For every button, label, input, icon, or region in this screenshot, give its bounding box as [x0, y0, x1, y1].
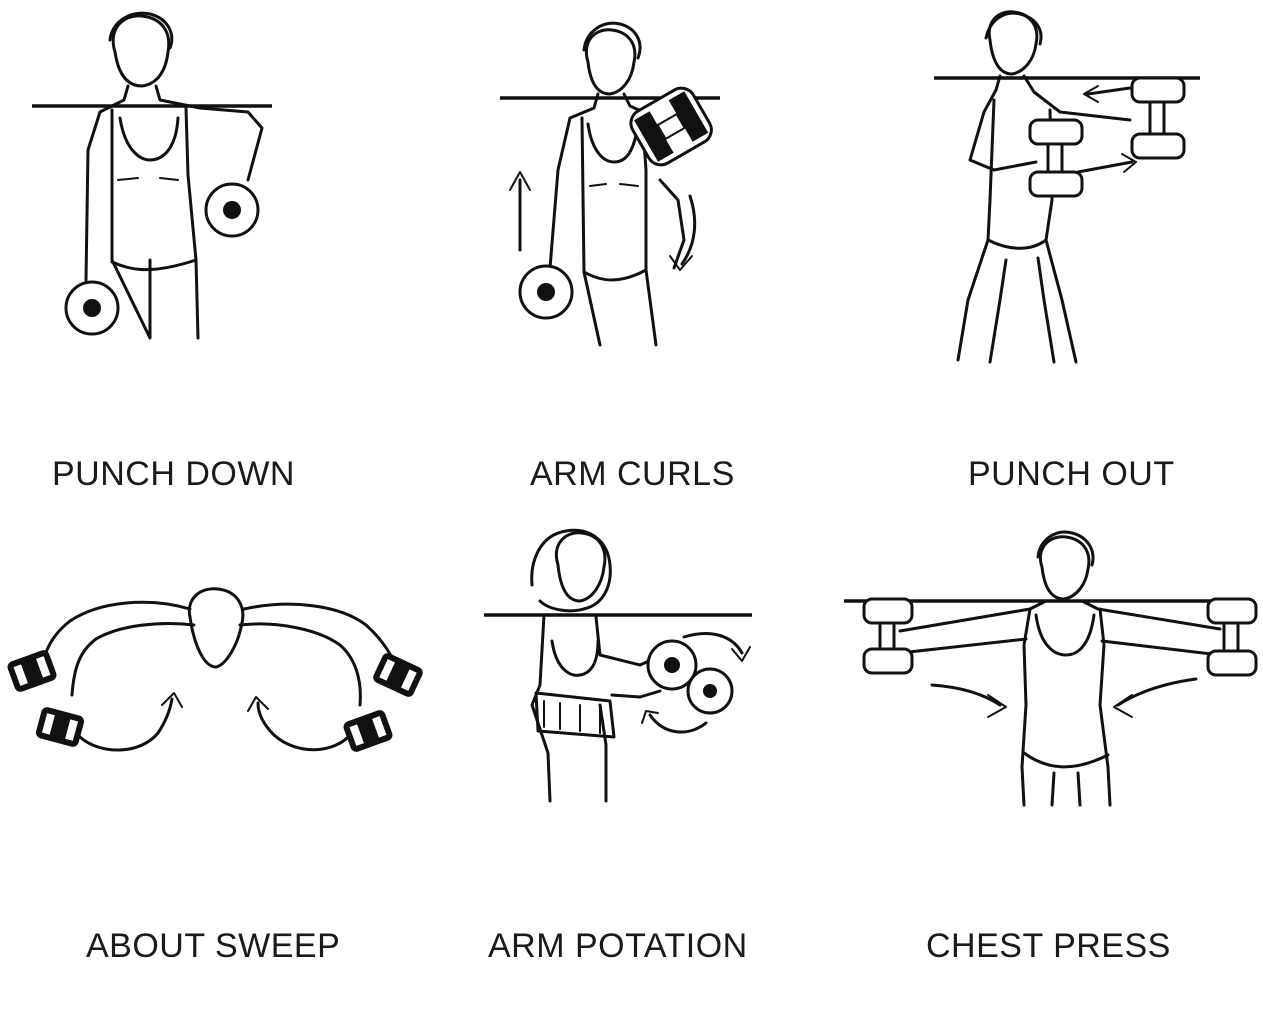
head — [111, 14, 171, 88]
rotation-arrow-bottom — [648, 713, 708, 734]
sweep-arrow-right-head — [247, 696, 269, 712]
left-arm-upper — [40, 600, 192, 685]
exercise-panel-about-sweep: ABOUT SWEEP — [0, 505, 440, 1011]
dumbbell-left-center — [83, 299, 101, 317]
arm-potation-illustration — [484, 528, 752, 803]
left-arm — [548, 92, 600, 270]
dumbbell-left-bottom — [35, 707, 85, 747]
rotation-arrow-top — [682, 632, 744, 655]
dumbbell-extended — [1130, 76, 1186, 160]
exercise-panel-punch-down: PUNCH DOWN — [0, 0, 420, 505]
exercise-label: ARM POTATION — [488, 927, 748, 965]
exercise-label: CHEST PRESS — [926, 927, 1171, 965]
hip-line — [110, 258, 198, 272]
leg-inner-right — [1036, 256, 1056, 364]
head — [987, 10, 1039, 76]
press-arrow-left-head — [987, 694, 1007, 718]
arm-lower — [610, 689, 662, 699]
punch-arrow — [1076, 160, 1134, 174]
exercise-panel-punch-out: PUNCH OUT — [840, 0, 1263, 505]
right-arm — [1022, 74, 1132, 122]
torso-right — [184, 106, 200, 340]
leg-inner-left — [988, 258, 1008, 364]
hair — [984, 11, 1043, 46]
torso-right — [1098, 607, 1112, 807]
hip-line — [1022, 751, 1110, 769]
right-arm-lower — [1100, 639, 1222, 657]
exercise-panel-arm-curls: ARM CURLS — [420, 0, 840, 505]
arm-curls-illustration — [500, 21, 720, 347]
swimsuit-neckline — [1034, 613, 1096, 657]
return-arrow-head — [1083, 85, 1099, 103]
down-arrow — [680, 194, 697, 266]
up-arrow-head — [509, 171, 531, 191]
rotation-arrow-bottom-head — [641, 710, 659, 724]
left-arm-upper — [898, 599, 1048, 633]
legs — [1050, 771, 1082, 807]
dumbbell-right — [1206, 597, 1258, 677]
hair — [582, 21, 642, 60]
hip-line — [986, 238, 1048, 250]
right-arm-lower — [238, 622, 362, 707]
exercise-panel-chest-press: CHEST PRESS — [820, 505, 1263, 1011]
about-sweep-illustration — [7, 587, 423, 752]
swimsuit-neckline — [118, 116, 180, 162]
dumbbell-raised — [629, 86, 713, 167]
left-arm-lower — [70, 622, 196, 697]
dumbbell-front-center — [664, 657, 680, 673]
head — [585, 28, 637, 96]
right-arm — [154, 84, 264, 182]
return-arrow — [1086, 86, 1132, 96]
torso-left — [530, 613, 552, 803]
flotation-belt-segments — [543, 700, 601, 734]
right-arm-upper — [242, 602, 400, 677]
punch-down-illustration — [32, 11, 272, 340]
torso-right — [598, 703, 608, 803]
exercise-label: PUNCH DOWN — [52, 455, 295, 493]
punch-arrow-head — [1121, 153, 1137, 173]
swimsuit-neckline — [550, 639, 600, 677]
left-arm-lower — [898, 637, 1028, 655]
head — [1039, 535, 1091, 601]
chest-press-illustration — [844, 530, 1258, 807]
exercise-label: ABOUT SWEEP — [86, 927, 341, 965]
punch-out-illustration — [934, 10, 1200, 364]
swimsuit-neckline — [586, 122, 640, 164]
flotation-belt — [534, 691, 616, 739]
torso-left — [1020, 607, 1032, 807]
dumbbell-left — [862, 597, 914, 675]
torso-left — [110, 108, 152, 340]
exercise-panel-arm-potation: ARM POTATION — [440, 505, 820, 1011]
dumbbell-left-top — [7, 650, 57, 692]
dumbbell-lowered-center — [537, 283, 555, 301]
hair — [108, 11, 174, 50]
dumbbell-back-center — [703, 684, 717, 698]
hip-line — [582, 268, 648, 282]
left-arm — [84, 84, 130, 282]
hair — [1036, 530, 1095, 567]
left-arm — [968, 74, 1038, 172]
right-arm-upper — [1080, 599, 1222, 631]
chest-lines — [117, 177, 179, 181]
exercise-label: ARM CURLS — [530, 455, 735, 493]
rotation-arrow-top-head — [731, 646, 751, 662]
sweep-arrow-left — [78, 697, 174, 752]
head — [555, 531, 607, 603]
dumbbell-right-center — [223, 201, 241, 219]
chest-lines — [589, 183, 639, 187]
right-arm-lower — [658, 178, 686, 270]
press-arrow-left — [930, 683, 1002, 707]
sweep-arrow-left-head — [161, 692, 183, 708]
press-arrow-right-head — [1113, 694, 1133, 718]
down-arrow-head — [669, 255, 693, 271]
sweep-arrow-right — [256, 701, 354, 752]
dumbbell-right-bottom — [343, 710, 393, 752]
hair — [530, 528, 612, 613]
press-arrow-right — [1116, 677, 1198, 707]
exercise-label: PUNCH OUT — [968, 455, 1175, 493]
dumbbell-chest — [1028, 118, 1084, 198]
head — [187, 587, 245, 669]
dumbbell-right-top — [373, 653, 423, 697]
